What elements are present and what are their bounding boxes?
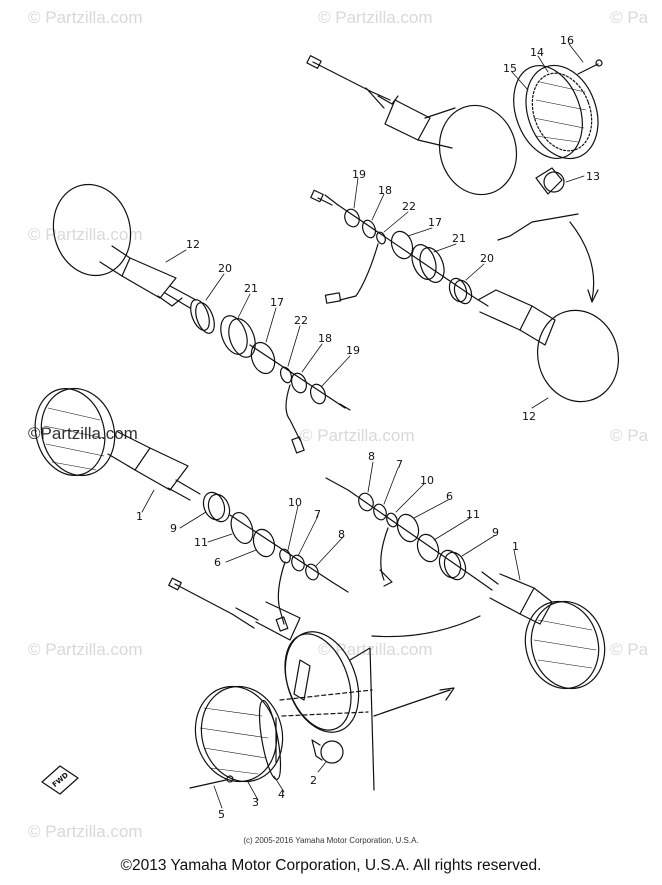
watermark: © Pa: [610, 8, 649, 27]
callout-17: 17: [428, 216, 442, 229]
watermark: © Pa: [610, 640, 649, 659]
callout-6: 6: [214, 556, 221, 569]
turn-signal-front-right-1: [474, 571, 606, 690]
watermark: © Pa: [610, 426, 649, 445]
watermark: © Partzilla.com: [28, 225, 143, 244]
callout-7: 7: [314, 508, 321, 521]
left-rings-stack: [190, 299, 351, 454]
forward-marker-label: FWD: [51, 771, 70, 789]
callout-11: 11: [194, 536, 208, 549]
turn-signal-left-12: [52, 183, 197, 309]
callout-numbers: 16 14 15 13 19 18 22 17 21 20 12 20 21 1…: [51, 34, 600, 821]
screw-16: [577, 59, 603, 75]
callout-9: 9: [492, 526, 499, 539]
callout-18: 18: [378, 184, 392, 197]
turn-signal-right-12: [471, 289, 620, 403]
footer-copyright: ©2013 Yamaha Motor Corporation, U.S.A. A…: [120, 857, 542, 874]
callout-15: 15: [503, 62, 517, 75]
callout-20: 20: [218, 262, 232, 275]
callout-19: 19: [352, 168, 366, 181]
turn-signal-bottom-exploded: [168, 577, 481, 791]
watermark: © Partzilla.com: [28, 8, 143, 27]
callout-20: 20: [480, 252, 494, 265]
callout-1: 1: [512, 540, 519, 553]
callout-12: 12: [186, 238, 200, 251]
left-front-rings: [202, 491, 349, 632]
watermark: © Partzilla.com: [318, 8, 433, 27]
callout-4: 4: [278, 788, 285, 801]
watermark: © Partzilla.com: [300, 426, 415, 445]
callout-8: 8: [338, 528, 345, 541]
callout-11: 11: [466, 508, 480, 521]
callout-5: 5: [218, 808, 225, 821]
turn-signal-rear-right: [306, 55, 518, 196]
watermark: © Partzilla.com: [28, 822, 143, 841]
callout-10: 10: [420, 474, 434, 487]
callout-14: 14: [530, 46, 544, 59]
callout-9: 9: [170, 522, 177, 535]
callout-22: 22: [402, 200, 416, 213]
callout-2: 2: [310, 774, 317, 787]
inner-copyright: (c) 2005-2016 Yamaha Motor Corporation, …: [243, 836, 419, 845]
callout-1: 1: [136, 510, 143, 523]
watermark: © Partzilla.com: [28, 640, 143, 659]
callout-16: 16: [560, 34, 574, 47]
callout-6: 6: [446, 490, 453, 503]
leader-lines: [141, 43, 585, 809]
callout-13: 13: [586, 170, 600, 183]
bulb-13: [535, 167, 565, 195]
callout-21: 21: [244, 282, 258, 295]
callout-7: 7: [396, 458, 403, 471]
callout-17: 17: [270, 296, 284, 309]
lens-assembly-15-14: [513, 64, 599, 160]
callout-8: 8: [368, 450, 375, 463]
callout-18: 18: [318, 332, 332, 345]
right-front-rings: [325, 477, 476, 587]
callout-10: 10: [288, 496, 302, 509]
callout-19: 19: [346, 344, 360, 357]
forward-arrow-icon: [41, 765, 79, 795]
callout-21: 21: [452, 232, 466, 245]
callout-22: 22: [294, 314, 308, 327]
callout-12: 12: [522, 410, 536, 423]
middle-rings-stack: [310, 189, 473, 305]
callout-3: 3: [252, 796, 259, 809]
turn-signal-front-left-1: [34, 387, 201, 501]
